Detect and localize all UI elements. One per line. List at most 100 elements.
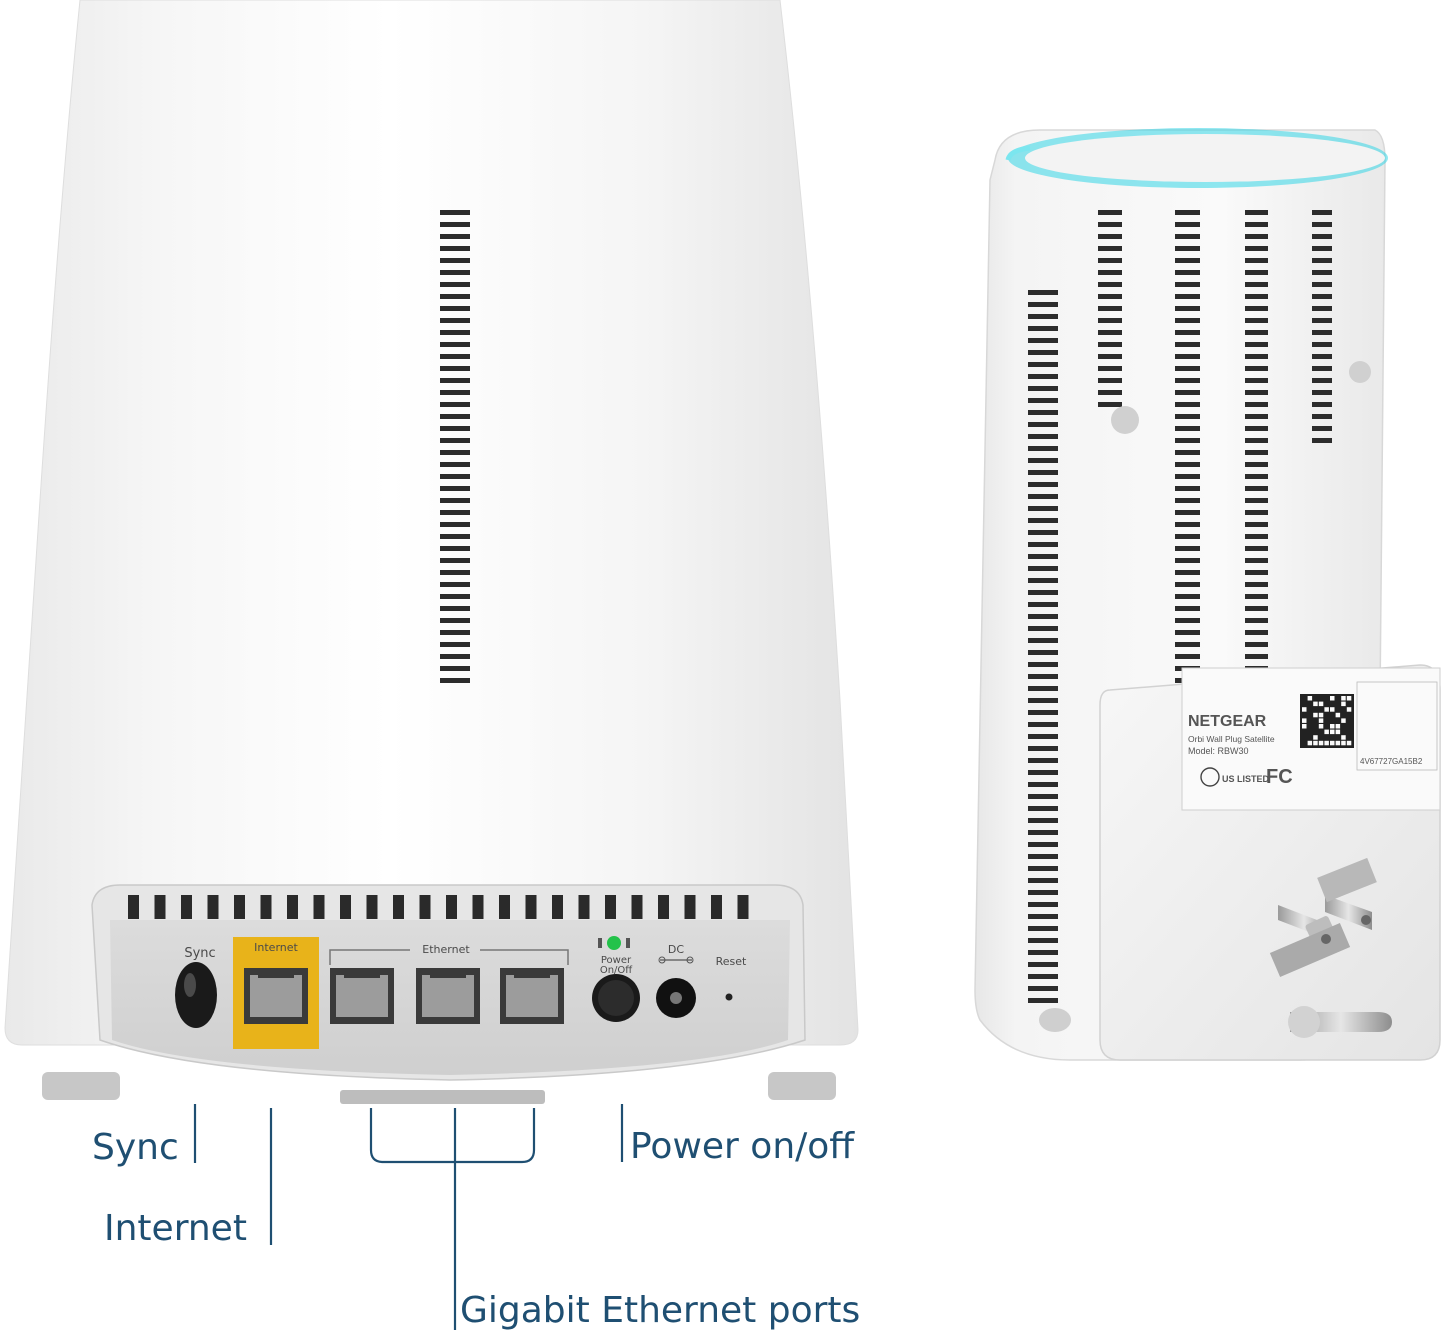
ethernet-callout-text: Gigabit Ethernet ports bbox=[460, 1290, 860, 1331]
reset-pinhole[interactable] bbox=[725, 993, 733, 1001]
vent-slot bbox=[1028, 698, 1058, 703]
vent-slot bbox=[1175, 486, 1200, 491]
vent-slot bbox=[1028, 386, 1058, 391]
router-vent-slots bbox=[128, 895, 749, 919]
callouts bbox=[193, 1104, 624, 1330]
vent-slot bbox=[440, 522, 470, 527]
vent-slot bbox=[287, 895, 298, 919]
vent-slot bbox=[1028, 506, 1058, 511]
ethernet-port-3[interactable] bbox=[500, 968, 564, 1024]
qr-module bbox=[1346, 740, 1352, 746]
vent-slot bbox=[499, 895, 510, 919]
vent-slot bbox=[1028, 734, 1058, 739]
vent-slot bbox=[1028, 806, 1058, 811]
vent-slot bbox=[1175, 354, 1200, 359]
sync-button[interactable] bbox=[175, 962, 217, 1028]
vent-slot bbox=[1175, 582, 1200, 587]
vent-slot bbox=[1175, 426, 1200, 431]
vent-slot bbox=[1175, 630, 1200, 635]
qr-module bbox=[1346, 707, 1352, 712]
vent-slot bbox=[207, 895, 219, 919]
vent-slot bbox=[1175, 222, 1200, 227]
vent-slot bbox=[1028, 686, 1058, 691]
vent-slot bbox=[1312, 426, 1332, 431]
vent-slot bbox=[1028, 746, 1058, 751]
vent-slot bbox=[1245, 570, 1268, 575]
vent-slot bbox=[1245, 438, 1268, 443]
vent-slot bbox=[440, 414, 470, 419]
qr-code-pattern bbox=[1302, 696, 1352, 746]
qr-module bbox=[1341, 740, 1346, 746]
vent-slot bbox=[1028, 578, 1058, 583]
satellite-mount-hole-left bbox=[1111, 406, 1139, 434]
vent-slot bbox=[1098, 342, 1122, 347]
vent-slot bbox=[1245, 546, 1268, 551]
vent-slot bbox=[1245, 234, 1268, 239]
vent-slot bbox=[1312, 258, 1332, 263]
vent-slot bbox=[1245, 606, 1268, 611]
vent-slot bbox=[1028, 638, 1058, 643]
sync-callout-text: Sync bbox=[92, 1127, 179, 1168]
ethernet-callout-bracket bbox=[369, 1108, 536, 1164]
vent-slot bbox=[1175, 270, 1200, 275]
vent-slot bbox=[1028, 890, 1058, 895]
vent-slot bbox=[1175, 558, 1200, 563]
vent-slot bbox=[1028, 662, 1058, 667]
vent-slot bbox=[440, 366, 470, 371]
vent-slot bbox=[1028, 986, 1058, 991]
internet-callout-text: Internet bbox=[104, 1208, 247, 1249]
vent-slot bbox=[1312, 318, 1332, 323]
power-onoff-label: On/Off bbox=[600, 965, 633, 976]
vent-slot bbox=[1098, 234, 1122, 239]
vent-slot bbox=[1098, 402, 1122, 407]
vent-slot bbox=[440, 282, 470, 287]
vent-slot bbox=[605, 895, 616, 919]
vent-slot bbox=[1175, 498, 1200, 503]
label-product-line: Orbi Wall Plug Satellite bbox=[1188, 734, 1275, 744]
vent-slot bbox=[1028, 938, 1058, 943]
vent-slot bbox=[1028, 398, 1058, 403]
vent-slot bbox=[1175, 306, 1200, 311]
internet-port[interactable] bbox=[244, 968, 308, 1024]
ethernet-port-label: Ethernet bbox=[422, 943, 470, 956]
vent-slot bbox=[1175, 414, 1200, 419]
qr-module bbox=[1330, 707, 1335, 712]
vent-slot bbox=[1175, 318, 1200, 323]
qr-module bbox=[1313, 701, 1318, 707]
vent-slot bbox=[1245, 450, 1268, 455]
vent-slot bbox=[1028, 950, 1058, 955]
dc-jack bbox=[656, 956, 696, 1018]
vent-slot bbox=[128, 895, 139, 919]
ethernet-port-2[interactable] bbox=[416, 968, 480, 1024]
vent-slot bbox=[1098, 366, 1122, 371]
vent-slot bbox=[440, 306, 470, 311]
vent-slot bbox=[1245, 522, 1268, 527]
qr-module bbox=[1318, 724, 1324, 729]
vent-slot bbox=[684, 895, 696, 919]
qr-module bbox=[1324, 740, 1329, 746]
label-brand: NETGEAR bbox=[1188, 713, 1267, 730]
qr-module bbox=[1335, 724, 1341, 729]
qr-module bbox=[1307, 696, 1313, 701]
vent-slot bbox=[1312, 294, 1332, 299]
qr-module bbox=[1324, 707, 1329, 712]
vent-slot bbox=[1028, 410, 1058, 415]
qr-module bbox=[1330, 740, 1335, 746]
vent-slot bbox=[1175, 462, 1200, 467]
router-foot-right bbox=[768, 1072, 836, 1100]
internet-port-label: Internet bbox=[254, 941, 298, 954]
vent-slot bbox=[440, 618, 470, 623]
vent-slot bbox=[1028, 434, 1058, 439]
vent-slot bbox=[1245, 390, 1268, 395]
ethernet-port-1[interactable] bbox=[330, 968, 394, 1024]
vent-slot bbox=[440, 546, 470, 551]
vent-slot bbox=[446, 895, 457, 919]
vent-slot bbox=[1245, 594, 1268, 599]
vent-slot bbox=[1028, 974, 1058, 979]
vent-slot bbox=[1312, 246, 1332, 251]
vent-slot bbox=[1028, 602, 1058, 607]
vent-slot bbox=[1028, 290, 1058, 295]
vent-slot bbox=[1175, 390, 1200, 395]
vent-slot bbox=[393, 895, 404, 919]
vent-slot bbox=[1098, 306, 1122, 311]
